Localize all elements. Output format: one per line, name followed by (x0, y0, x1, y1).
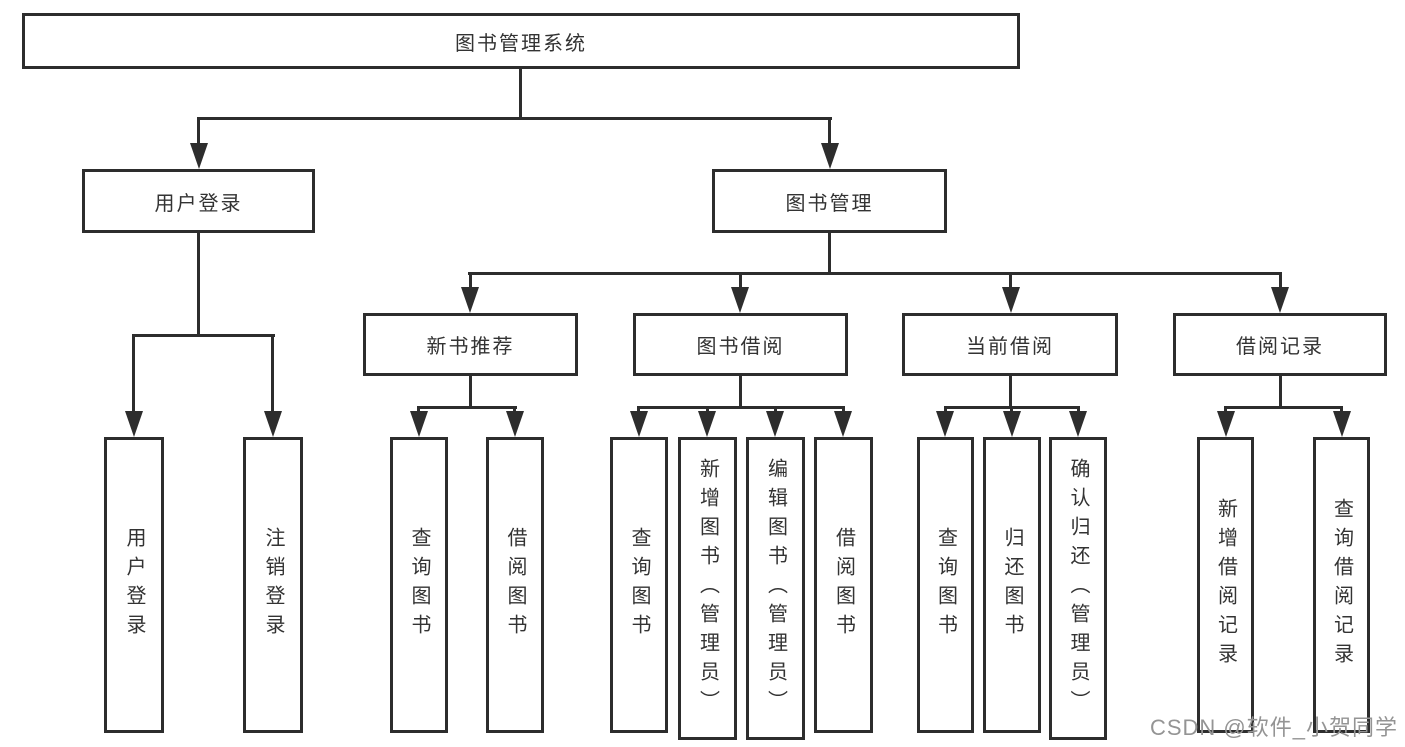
arrowhead-book-borrow (731, 287, 749, 313)
connector-borrow-records-branch (1224, 406, 1343, 409)
connector-to-borrow-borrow (842, 406, 845, 415)
arrowhead-current-query (936, 411, 954, 437)
leaf-logout: 注销登录 (243, 437, 303, 733)
connector-to-records-add (1224, 406, 1227, 415)
node-book-mgmt-label: 图书管理 (785, 192, 874, 215)
connector-to-borrow-add (706, 406, 709, 415)
arrowhead-borrow-edit (766, 411, 784, 437)
leaf-logout-label: 注销登录 (262, 527, 284, 643)
connector-to-current-return (1010, 406, 1013, 415)
connector-to-leaf-login (132, 334, 135, 414)
connector-level3-branch (468, 272, 1282, 275)
node-book-borrow-label: 图书借阅 (696, 336, 785, 358)
leaf-records-query-record-label: 查询借阅记录 (1330, 498, 1353, 672)
arrowhead-records-query (1333, 411, 1351, 437)
connector-book-borrow-branch (637, 406, 845, 409)
node-root: 图书管理系统 (22, 13, 1020, 69)
arrowhead-current-confirm (1069, 411, 1087, 437)
connector-root-stub (519, 67, 522, 119)
connector-to-borrow-query (637, 406, 640, 415)
leaf-records-query-record: 查询借阅记录 (1313, 437, 1370, 733)
connector-to-book-mgmt (828, 117, 831, 145)
leaf-borrow-add-books-admin: 新增图书（管理员） (678, 437, 737, 740)
leaf-rec-borrow-books-label: 借阅图书 (504, 527, 526, 643)
connector-to-user-login (197, 117, 200, 145)
connector-root-branch (197, 117, 832, 120)
leaf-current-confirm-return-admin-label: 确认归还（管理员） (1067, 458, 1089, 719)
connector-to-current-query (944, 406, 947, 415)
node-book-borrow: 图书借阅 (633, 313, 848, 376)
connector-borrow-records-stub (1279, 374, 1282, 409)
arrowhead-leaf-logout (264, 411, 282, 437)
leaf-borrow-edit-books-admin: 编辑图书（管理员） (746, 437, 805, 740)
connector-new-book-rec-branch (417, 406, 517, 409)
arrowhead-rec-query (410, 411, 428, 437)
connector-to-records-query (1340, 406, 1343, 415)
arrowhead-borrow-borrow (834, 411, 852, 437)
connector-to-leaf-logout (271, 334, 274, 414)
leaf-current-confirm-return-admin: 确认归还（管理员） (1049, 437, 1107, 740)
leaf-borrow-borrow-books: 借阅图书 (814, 437, 873, 733)
leaf-user-login-label: 用户登录 (123, 527, 145, 643)
watermark-text: CSDN @软件_小贺同学 (1149, 715, 1398, 740)
connector-to-new-book-rec (469, 272, 472, 289)
leaf-rec-borrow-books: 借阅图书 (486, 437, 544, 733)
connector-to-borrow-edit (774, 406, 777, 415)
connector-user-login-stub (197, 231, 200, 337)
leaf-borrow-borrow-books-label: 借阅图书 (832, 527, 855, 643)
leaf-current-query-books-label: 查询图书 (934, 527, 957, 643)
arrowhead-leaf-login (125, 411, 143, 437)
node-root-label: 图书管理系统 (455, 32, 587, 55)
connector-current-borrow-stub (1009, 374, 1012, 409)
connector-book-borrow-stub (739, 374, 742, 409)
connector-to-current-confirm (1077, 406, 1080, 415)
leaf-records-add-record: 新增借阅记录 (1197, 437, 1254, 733)
arrowhead-borrow-records (1271, 287, 1289, 313)
leaf-current-query-books: 查询图书 (917, 437, 974, 733)
connector-to-current-borrow (1009, 272, 1012, 289)
arrowhead-new-book-rec (461, 287, 479, 313)
arrowhead-current-borrow (1002, 287, 1020, 313)
arrowhead-book-mgmt (821, 143, 839, 169)
connector-user-login-branch (132, 334, 275, 337)
node-new-book-rec-label: 新书推荐 (426, 336, 515, 358)
leaf-borrow-edit-books-admin-label: 编辑图书（管理员） (764, 458, 787, 719)
arrowhead-borrow-query (630, 411, 648, 437)
connector-to-book-borrow (739, 272, 742, 289)
leaf-current-return-books-label: 归还图书 (1001, 527, 1023, 643)
arrowhead-records-add (1217, 411, 1235, 437)
connector-new-book-rec-stub (469, 374, 472, 409)
leaf-borrow-query-books: 查询图书 (610, 437, 668, 733)
leaf-user-login: 用户登录 (104, 437, 164, 733)
connector-book-mgmt-stub (828, 231, 831, 275)
node-new-book-rec: 新书推荐 (363, 313, 578, 376)
arrowhead-current-return (1003, 411, 1021, 437)
arrowhead-rec-borrow (506, 411, 524, 437)
node-user-login: 用户登录 (82, 169, 315, 233)
connector-to-borrow-records (1279, 272, 1282, 289)
leaf-borrow-query-books-label: 查询图书 (628, 527, 650, 643)
connector-to-rec-borrow (513, 406, 516, 415)
leaf-rec-query-books: 查询图书 (390, 437, 448, 733)
node-borrow-records-label: 借阅记录 (1236, 336, 1324, 358)
node-user-login-label: 用户登录 (154, 192, 243, 215)
leaf-current-return-books: 归还图书 (983, 437, 1041, 733)
node-borrow-records: 借阅记录 (1173, 313, 1387, 376)
arrowhead-user-login (190, 143, 208, 169)
leaf-borrow-add-books-admin-label: 新增图书（管理员） (696, 458, 719, 719)
node-book-mgmt: 图书管理 (712, 169, 947, 233)
node-current-borrow-label: 当前借阅 (966, 336, 1054, 358)
leaf-records-add-record-label: 新增借阅记录 (1214, 498, 1237, 672)
connector-to-rec-query (417, 406, 420, 415)
node-current-borrow: 当前借阅 (902, 313, 1118, 376)
arrowhead-borrow-add (698, 411, 716, 437)
leaf-rec-query-books-label: 查询图书 (408, 527, 430, 643)
